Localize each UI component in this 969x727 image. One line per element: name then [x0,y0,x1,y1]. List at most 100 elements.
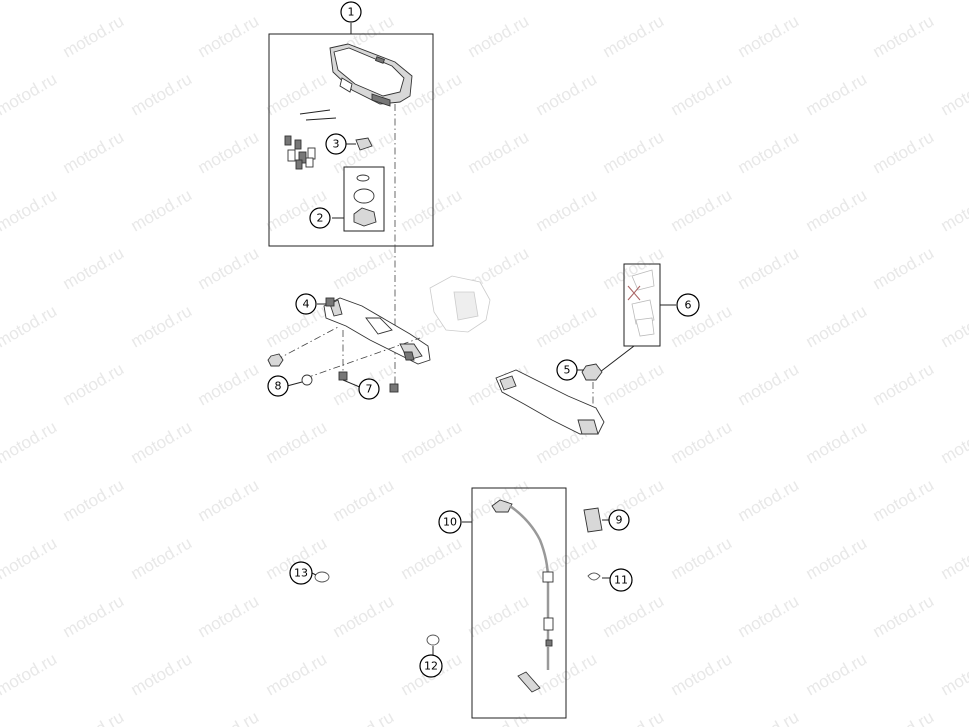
watermark-text: motod.ru [128,533,196,583]
watermark-text: motod.ru [803,533,871,583]
watermark-text: motod.ru [938,185,969,235]
watermark-text: motod.ru [735,11,803,61]
watermark-text: motod.ru [735,243,803,293]
callout-9-label: 9 [616,514,623,527]
bearing-part-5 [577,363,603,420]
watermark-text: motod.ru [938,417,969,467]
watermark-text: motod.ru [938,0,969,3]
lower-clamp-part [495,369,605,435]
watermark-text: motod.ru [60,11,128,61]
watermark-text: motod.ru [330,591,398,641]
watermark-text: motod.ru [263,0,331,3]
watermark-text: motod.ru [195,475,263,525]
watermark-text: motod.ru [263,417,331,467]
watermark-text: motod.ru [398,185,466,235]
watermark-text: motod.ru [195,707,263,727]
watermark-text: motod.ru [330,243,398,293]
callout-11-label: 11 [614,574,628,587]
callout-6: 6 [676,293,700,317]
watermark-text: motod.ru [195,359,263,409]
watermark-text: motod.ru [60,707,128,727]
callout-6-label: 6 [685,299,692,312]
watermark-text: motod.ru [938,69,969,119]
watermark-text: motod.ru [668,69,736,119]
watermark-text: motod.ru [330,475,398,525]
watermark-text: motod.ru [465,475,533,525]
watermark-text: motod.ru [0,301,60,351]
clamp-part-13 [311,571,330,583]
watermark-text: motod.ru [735,591,803,641]
watermark-text: motod.ru [870,591,938,641]
watermark-text: motod.ru [195,127,263,177]
grommet-part-12 [426,634,440,655]
callout-5-label: 5 [564,364,571,377]
callout-4-label: 4 [303,298,310,311]
inset-box-2 [343,166,385,232]
watermark-text: motod.ru [600,707,668,727]
watermark-text: motod.ru [0,533,60,583]
cover-part-9 [583,507,610,533]
callout-10: 10 [438,510,462,534]
watermark-text: motod.ru [600,127,668,177]
watermark-text: motod.ru [60,475,128,525]
callout-8: 8 [267,375,289,397]
switch-housing-part [329,43,413,107]
watermark-text: motod.ru [128,301,196,351]
watermark-text: motod.ru [938,301,969,351]
watermark-text: motod.ru [195,11,263,61]
watermark-text: motod.ru [533,0,601,3]
callout-2-label: 2 [317,212,324,225]
watermark-text: motod.ru [60,591,128,641]
triple-clamp-part-4 [317,275,491,365]
watermark-text: motod.ru [803,0,871,3]
callout-12-label: 12 [424,660,438,673]
watermark-text: motod.ru [465,127,533,177]
callout-5: 5 [556,359,578,381]
watermark-text: motod.ru [128,69,196,119]
watermark-text: motod.ru [0,69,60,119]
watermark-text: motod.ru [803,185,871,235]
callout-13-label: 13 [294,567,308,580]
watermark-text: motod.ru [533,185,601,235]
watermark-text: motod.ru [195,243,263,293]
callout-7: 7 [358,378,380,400]
callout-2: 2 [309,207,331,229]
watermark-text: motod.ru [938,533,969,583]
callout-8-label: 8 [275,380,282,393]
watermark-text: motod.ru [870,243,938,293]
watermark-text: motod.ru [870,359,938,409]
watermark-text: motod.ru [60,359,128,409]
clip-part-11 [587,572,610,581]
watermark-text: motod.ru [330,707,398,727]
watermark-text: motod.ru [398,417,466,467]
watermark-text: motod.ru [668,649,736,699]
watermark-text: motod.ru [0,649,60,699]
watermark-text: motod.ru [870,127,938,177]
callout-10-label: 10 [443,516,457,529]
watermark-text: motod.ru [0,0,60,3]
watermark-text: motod.ru [803,417,871,467]
callout-1: 1 [340,1,362,23]
watermark-text: motod.ru [870,707,938,727]
callout-11: 11 [609,568,633,592]
watermark-text: motod.ru [668,417,736,467]
watermark-text: motod.ru [735,707,803,727]
watermark-text: motod.ru [263,69,331,119]
callout-9: 9 [608,509,630,531]
watermark-text: motod.ru [60,127,128,177]
watermark-text: motod.ru [735,127,803,177]
watermark-text: motod.ru [803,649,871,699]
watermark-text: motod.ru [870,11,938,61]
watermark-text: motod.ru [803,301,871,351]
watermark-text: motod.ru [465,591,533,641]
watermark-text: motod.ru [0,185,60,235]
watermark-text: motod.ru [870,475,938,525]
watermark-text: motod.ru [465,707,533,727]
watermark-text: motod.ru [735,359,803,409]
watermark-text: motod.ru [195,591,263,641]
watermark-text: motod.ru [128,649,196,699]
lock-cylinder-part-2 [332,166,385,232]
watermark-text: motod.ru [668,185,736,235]
watermark-text: motod.ru [600,243,668,293]
callout-3-label: 3 [333,138,340,151]
